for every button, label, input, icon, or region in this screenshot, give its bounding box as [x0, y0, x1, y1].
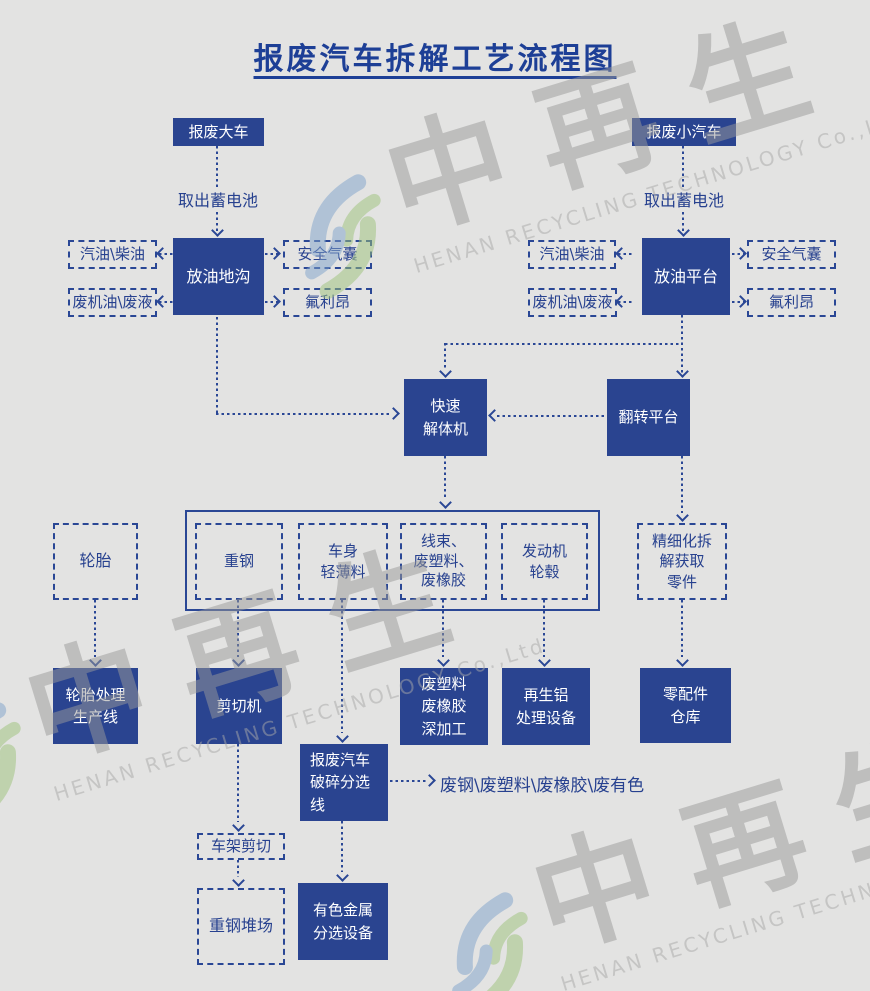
arrowhead-pit-to-gasoline	[156, 247, 169, 260]
node-crushing-sorting-line: 报废汽车 破碎分选 线	[300, 744, 388, 821]
watermark-en-text: HENAN RECYCLING TECHNOLOGY Co.,Ltd	[557, 823, 870, 991]
materials-group-frame	[185, 510, 600, 611]
arrowhead-crushing-to-output	[423, 774, 436, 787]
edge-pit-to-freon	[265, 301, 278, 303]
node-airbag-right: 安全气囊	[747, 240, 836, 269]
arrowhead-truck-to-pit	[211, 224, 224, 237]
page-title: 报废汽车拆解工艺流程图	[253, 42, 617, 77]
edge-pit-to-dismantler-h	[216, 413, 392, 415]
edge-flip-to-fine	[681, 456, 683, 513]
arrowhead-flip-to-dismantler	[488, 409, 501, 422]
arrowhead-pit-to-airbag	[268, 247, 281, 260]
edge-tire-to-line	[94, 600, 96, 657]
arrowhead-platform-to-gasoline	[615, 247, 628, 260]
edge-shear-to-frame	[237, 744, 239, 822]
node-engine-hub: 发动机 轮毂	[501, 523, 588, 600]
arrowhead-platform-to-airbag	[734, 247, 747, 260]
arrowhead-platform-to-freon	[734, 295, 747, 308]
node-tire: 轮胎	[53, 523, 138, 600]
edge-pit-to-dismantler-v	[216, 317, 218, 415]
node-fast-dismantler: 快速 解体机	[404, 379, 487, 456]
node-wire-plastic-rubber: 线束、 废塑料、 废橡胶	[400, 523, 487, 600]
edge-pit-to-waste-oil	[159, 301, 174, 303]
arrowhead-platform-to-waste-oil	[615, 295, 628, 308]
arrowhead-branch-to-dismantler	[439, 365, 452, 378]
label-remove-battery-right: 取出蓄电池	[626, 187, 742, 211]
arrowhead-dismantler-to-group	[439, 496, 452, 509]
edge-platform-branch-h	[445, 343, 683, 345]
node-scrap-car: 报废小汽车	[632, 118, 736, 146]
arrowhead-pit-to-waste-oil	[156, 295, 169, 308]
arrowhead-tire-to-line	[89, 654, 102, 667]
arrowhead-flip-to-fine	[676, 509, 689, 522]
node-heavy-steel-yard: 重钢堆场	[197, 888, 285, 965]
node-shearing-machine: 剪切机	[196, 668, 282, 744]
node-fine-dismantling: 精细化拆 解获取 零件	[637, 523, 727, 600]
arrowhead-pit-to-dismantler	[387, 407, 400, 420]
arrowhead-body-to-crushing	[336, 730, 349, 743]
edge-platform-to-gasoline	[618, 253, 633, 255]
node-heavy-steel: 重钢	[195, 523, 283, 600]
arrowhead-crushing-to-nonferrous	[336, 869, 349, 882]
node-tire-processing-line: 轮胎处理 生产线	[53, 668, 138, 744]
node-freon-right: 氟利昂	[747, 288, 836, 317]
edge-platform-branch-v	[444, 343, 446, 369]
edge-pit-to-gasoline	[159, 253, 174, 255]
arrowhead-pit-to-freon	[268, 295, 281, 308]
edge-pit-to-airbag	[265, 253, 278, 255]
edge-crushing-to-nonferrous	[341, 821, 343, 872]
label-remove-battery-left: 取出蓄电池	[160, 187, 276, 211]
node-freon-left: 氟利昂	[283, 288, 372, 317]
edge-platform-to-waste-oil	[618, 301, 633, 303]
edge-body-to-crushing	[341, 600, 343, 733]
watermark-bottom: 中再生 HENAN RECYCLING TECHNOLOGY Co.,Ltd	[419, 703, 870, 991]
node-parts-warehouse: 零配件 仓库	[640, 668, 731, 743]
recycling-logo-icon	[428, 886, 554, 991]
edge-wire-to-processing	[442, 600, 444, 657]
node-gasoline-diesel-left: 汽油\柴油	[68, 240, 157, 269]
edge-platform-to-freon	[732, 301, 745, 303]
node-nonferrous-sorting-equipment: 有色金属 分选设备	[298, 883, 388, 960]
node-oil-drain-platform: 放油平台	[642, 238, 730, 315]
edge-steel-to-shear	[237, 600, 239, 657]
node-plastic-rubber-processing: 废塑料 废橡胶 深加工	[400, 668, 488, 745]
arrowhead-shear-to-frame	[232, 819, 245, 832]
arrowhead-car-to-platform	[677, 224, 690, 237]
arrowhead-fine-to-warehouse	[676, 654, 689, 667]
node-waste-oil-left: 废机油\废液	[68, 288, 157, 317]
edge-frame-to-yard	[237, 860, 239, 877]
arrowhead-engine-to-aluminum	[538, 654, 551, 667]
node-frame-shearing: 车架剪切	[197, 833, 285, 860]
node-oil-drain-pit: 放油地沟	[173, 238, 264, 315]
label-crushing-output: 废钢\废塑料\废橡胶\废有色	[440, 776, 645, 796]
node-recycled-aluminum-equipment: 再生铝 处理设备	[502, 668, 590, 745]
edge-crushing-to-output	[390, 780, 428, 782]
arrowhead-steel-to-shear	[232, 654, 245, 667]
arrowhead-platform-to-flip	[676, 365, 689, 378]
edge-engine-to-aluminum	[543, 600, 545, 657]
edge-flip-to-dismantler	[497, 415, 607, 417]
node-airbag-left: 安全气囊	[283, 240, 372, 269]
arrowhead-frame-to-yard	[232, 874, 245, 887]
edge-platform-to-airbag	[732, 253, 745, 255]
arrowhead-wire-to-processing	[437, 654, 450, 667]
node-gasoline-diesel-right: 汽油\柴油	[528, 240, 616, 269]
node-flip-platform: 翻转平台	[607, 379, 690, 456]
node-waste-oil-right: 废机油\废液	[528, 288, 617, 317]
edge-fine-to-warehouse	[681, 600, 683, 657]
recycling-logo-icon	[0, 696, 46, 838]
node-body-thin-material: 车身 轻薄料	[298, 523, 388, 600]
node-scrap-truck: 报废大车	[173, 118, 264, 146]
edge-dismantler-to-group	[444, 456, 446, 500]
